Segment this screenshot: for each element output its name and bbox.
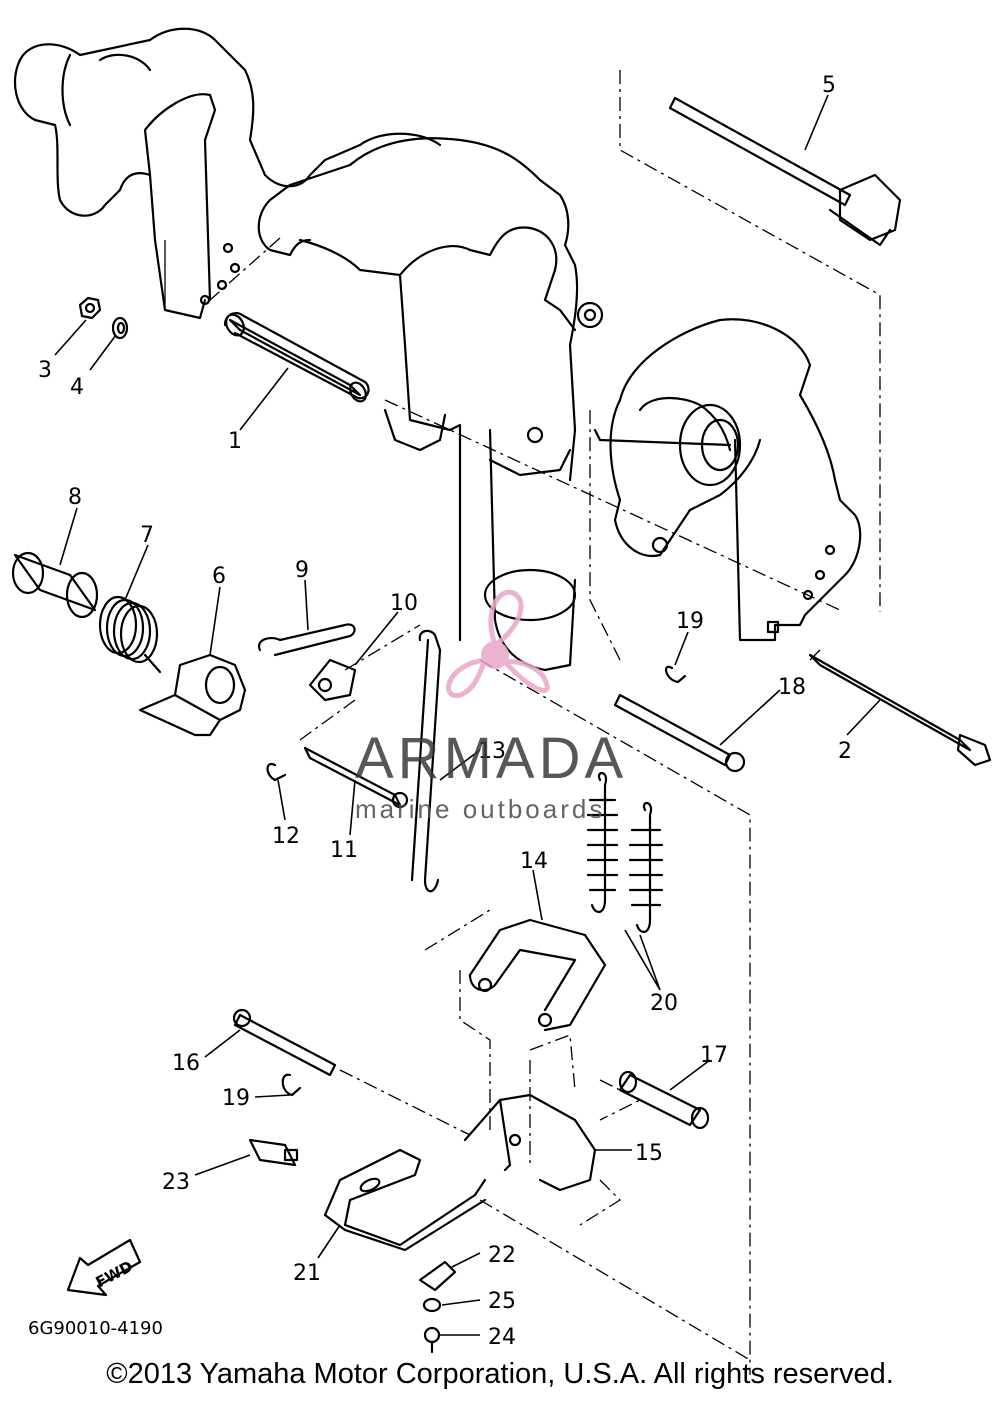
callout-14: 14: [520, 849, 548, 874]
callout-7: 7: [140, 523, 154, 548]
callout-8: 8: [68, 485, 82, 510]
part-18-pin: [613, 693, 746, 773]
callout-11: 11: [330, 838, 358, 863]
part-2-bolt: [808, 649, 992, 767]
part-13-rod: [410, 629, 442, 893]
callout-1: 1: [228, 429, 242, 454]
callout-4: 4: [70, 375, 84, 400]
part-10-bracket: [308, 658, 357, 702]
clamp-bracket-right: [593, 318, 862, 642]
part-14-yoke: [468, 918, 607, 1032]
callout-16: 16: [172, 1051, 200, 1076]
callout-3: 3: [38, 358, 52, 383]
part-11-pin: [303, 746, 409, 809]
assembly-lines: [209, 70, 881, 1375]
part-25-washer: [422, 1297, 442, 1313]
callout-24: 24: [488, 1325, 516, 1350]
leader-lines: [54, 94, 881, 1336]
callout-19-upper: 19: [676, 609, 704, 634]
callout-12: 12: [272, 824, 300, 849]
fwd-direction-arrow: FWD: [66, 1238, 142, 1297]
part-24-screw: [423, 1326, 441, 1354]
part-4-washer: [111, 316, 129, 340]
part-5-tilt-rod: [668, 96, 902, 247]
part-1-sleeve: [223, 311, 370, 403]
part-3-nut: [78, 296, 102, 320]
callouts: 1 2 3 4 5 6 7 8 9 10 11 12 13 14 15 16 1…: [38, 73, 852, 1350]
swivel-bracket: [257, 137, 604, 672]
part-7-spring: [98, 595, 162, 674]
callout-2: 2: [838, 739, 852, 764]
callout-23: 23: [162, 1170, 190, 1195]
part-6-lever: [138, 653, 247, 737]
copyright-notice: ©2013 Yamaha Motor Corporation, U.S.A. A…: [106, 1358, 894, 1390]
part-22-clip: [418, 1260, 457, 1292]
callout-22: 22: [488, 1243, 516, 1268]
callout-21: 21: [293, 1261, 321, 1286]
callout-5: 5: [822, 73, 836, 98]
watermark-brand: ARMADA: [355, 726, 627, 791]
part-17-spacer: [618, 1070, 710, 1130]
part-23-knob: [248, 1138, 299, 1167]
callout-10: 10: [390, 591, 418, 616]
part-19-eclip-lower: [281, 1073, 302, 1097]
callout-20: 20: [650, 991, 678, 1016]
part-9-clip: [257, 623, 356, 657]
callout-13: 13: [478, 739, 506, 764]
watermark-tagline: marine outboards: [355, 794, 605, 824]
callout-18: 18: [778, 675, 806, 700]
drawing-code: 6G90010-4190: [28, 1318, 163, 1339]
callout-17: 17: [700, 1043, 728, 1068]
part-21-plate: [323, 1148, 487, 1252]
clamp-bracket-left: [13, 27, 442, 320]
callout-25: 25: [488, 1289, 516, 1314]
armada-watermark: ARMADA marine outboards: [355, 589, 627, 824]
part-19-eclip-upper: [664, 665, 687, 684]
part-20-springs: [586, 772, 664, 933]
part-16-pin: [232, 1008, 337, 1077]
propeller-logo: [446, 589, 550, 698]
part-15-bracket: [463, 1093, 597, 1192]
part-12-eclip: [266, 762, 287, 782]
part-8-bushing: [11, 551, 99, 619]
callout-19-lower: 19: [222, 1086, 250, 1111]
callout-9: 9: [295, 558, 309, 583]
callout-15: 15: [635, 1141, 663, 1166]
callout-6: 6: [212, 564, 226, 589]
